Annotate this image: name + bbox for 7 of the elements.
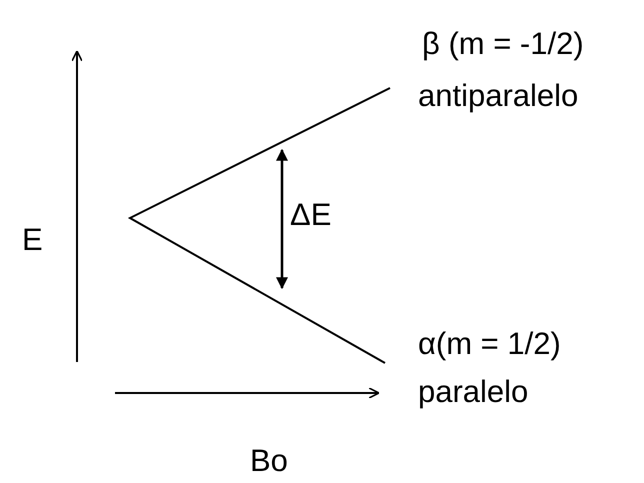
axis-label: Bo: [250, 445, 288, 476]
axis-label: E: [22, 224, 43, 255]
level-label: α(m = 1/2): [418, 328, 561, 359]
level-label: paralelo: [418, 376, 528, 407]
level-label: antiparalelo: [418, 80, 578, 111]
level-label: β (m = -1/2): [422, 28, 584, 59]
dimension-label: ΔE: [290, 199, 332, 230]
